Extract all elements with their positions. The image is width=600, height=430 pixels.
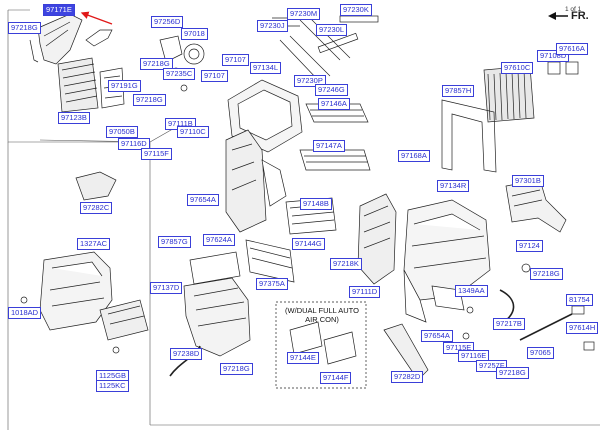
case-plates (189, 197, 337, 285)
callout-97235C[interactable]: 97235C (163, 68, 196, 80)
callout-97217B[interactable]: 97217B (493, 318, 525, 330)
callout-1327AC[interactable]: 1327AC (77, 238, 111, 250)
callout-97857G[interactable]: 97857G (158, 236, 191, 248)
callout-1125KC[interactable]: 1125KC (96, 380, 129, 392)
bolts (20, 263, 531, 354)
callout-97124[interactable]: 97124 (516, 240, 543, 252)
callout-97116D[interactable]: 97116D (118, 138, 150, 150)
callout-97218G[interactable]: 97218G (220, 363, 253, 375)
callout-97171E[interactable]: 97171E (43, 4, 75, 16)
callout-97018[interactable]: 97018 (181, 28, 208, 40)
side-duct (505, 179, 567, 233)
callout-97230K[interactable]: 97230K (340, 4, 372, 16)
blower-housing (39, 251, 149, 341)
front-direction-label: FR. (571, 10, 589, 22)
callout-1018AD[interactable]: 1018AD (8, 307, 42, 319)
callout-97218K[interactable]: 97218K (330, 258, 362, 270)
callout-97146A[interactable]: 97146A (318, 98, 350, 110)
inset-box (275, 301, 367, 389)
floor-duct (75, 171, 117, 201)
callout-97148B[interactable]: 97148B (300, 198, 332, 210)
callout-97230J[interactable]: 97230J (257, 20, 288, 32)
callout-97616A[interactable]: 97616A (556, 43, 588, 55)
seal-frame (441, 99, 497, 173)
duct-part (29, 13, 113, 65)
inset-doors (289, 321, 357, 365)
callout-97065[interactable]: 97065 (527, 347, 554, 359)
callout-97282C[interactable]: 97282C (80, 202, 113, 214)
front-direction-arrow (548, 12, 568, 20)
callout-97107[interactable]: 97107 (222, 54, 249, 66)
case-left (225, 79, 303, 233)
filter-frames (299, 103, 371, 171)
inset-title-line1: (W/DUAL FULL AUTO (285, 306, 359, 315)
callout-81754[interactable]: 81754 (566, 294, 593, 306)
callout-97614H[interactable]: 97614H (566, 322, 599, 334)
callout-97238D[interactable]: 97238D (170, 348, 203, 360)
callout-97110C[interactable]: 97110C (177, 126, 209, 138)
callout-97230L[interactable]: 97230L (316, 24, 348, 36)
callout-97218G[interactable]: 97218G (140, 58, 173, 70)
callout-97610C[interactable]: 97610C (501, 62, 534, 74)
page-indicator: 1 of 1 (565, 6, 582, 13)
callout-97115F[interactable]: 97115F (141, 148, 172, 160)
callout-97116E[interactable]: 97116E (458, 350, 490, 362)
callout-97654A[interactable]: 97654A (421, 330, 453, 342)
callout-97246G[interactable]: 97246G (315, 84, 348, 96)
sensor (571, 305, 595, 351)
callout-97144F[interactable]: 97144F (320, 372, 352, 384)
callout-97218G[interactable]: 97218G (530, 268, 563, 280)
callout-97137D[interactable]: 97137D (150, 282, 183, 294)
callout-97218G[interactable]: 97218G (496, 367, 529, 379)
callout-97230M[interactable]: 97230M (287, 8, 321, 20)
callout-97375A[interactable]: 97375A (256, 278, 288, 290)
callout-97107[interactable]: 97107 (201, 70, 228, 82)
callout-97123B[interactable]: 97123B (58, 112, 90, 124)
callout-97301B[interactable]: 97301B (512, 175, 544, 187)
callout-97191G[interactable]: 97191G (108, 80, 141, 92)
callout-97168A[interactable]: 97168A (398, 150, 430, 162)
cabin-filter (483, 61, 579, 123)
callout-97144E[interactable]: 97144E (287, 352, 319, 364)
callout-97624A[interactable]: 97624A (203, 234, 235, 246)
callout-1349AA[interactable]: 1349AA (455, 285, 488, 297)
callout-97218G[interactable]: 97218G (8, 22, 41, 34)
callout-97147A[interactable]: 97147A (313, 140, 345, 152)
pointer-arrow (80, 11, 113, 25)
case-center (357, 193, 397, 285)
callout-97134R[interactable]: 97134R (437, 180, 470, 192)
callout-97111D[interactable]: 97111D (349, 286, 381, 298)
callout-97134L[interactable]: 97134L (250, 62, 282, 74)
inset-title-line2: AIR CON) (305, 315, 339, 324)
callout-97282D[interactable]: 97282D (391, 371, 424, 383)
inset-title: (W/DUAL FULL AUTO AIR CON) (278, 306, 366, 324)
callout-97654A[interactable]: 97654A (187, 194, 219, 206)
callout-97256D[interactable]: 97256D (151, 16, 184, 28)
callout-97144G[interactable]: 97144G (292, 238, 325, 250)
rear-duct (383, 323, 429, 381)
callout-97857H[interactable]: 97857H (442, 85, 475, 97)
lower-case (183, 277, 251, 357)
callout-97050B[interactable]: 97050B (106, 126, 138, 138)
callout-97218G[interactable]: 97218G (133, 94, 166, 106)
case-right (403, 199, 491, 323)
